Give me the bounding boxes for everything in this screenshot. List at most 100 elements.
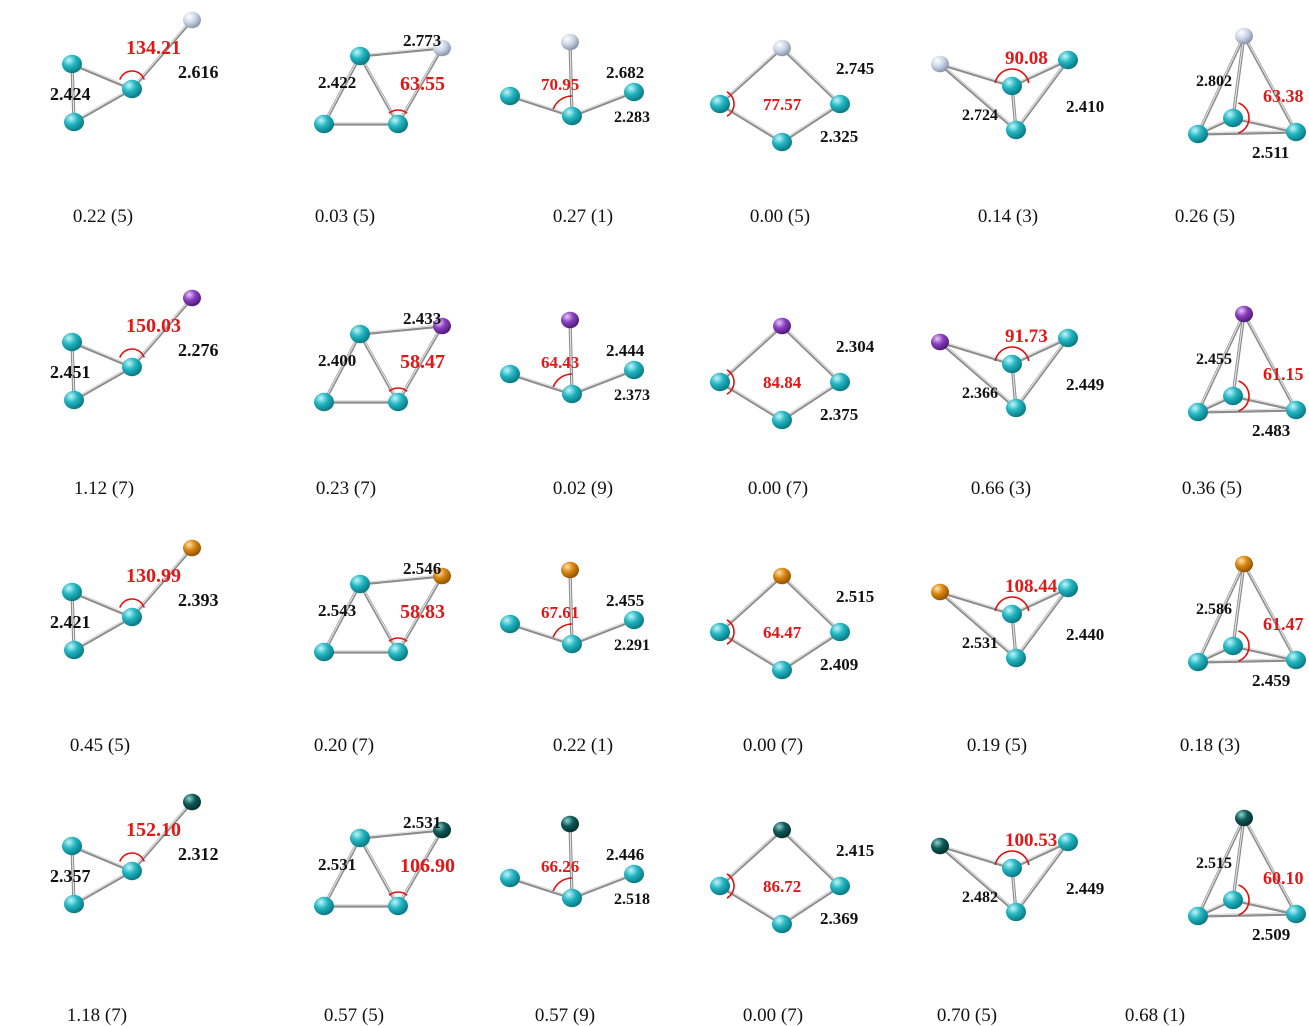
bond-length-label: 2.440 xyxy=(1066,625,1104,644)
host-atom xyxy=(1006,398,1026,418)
bond-highlight xyxy=(359,324,443,334)
bond-length-label: 2.400 xyxy=(318,351,356,370)
host-atom xyxy=(1006,648,1026,668)
bond-angle-label: 64.47 xyxy=(763,623,802,642)
relative-energy-label: 0.36 (5) xyxy=(1182,478,1242,499)
host-atom xyxy=(1286,400,1306,420)
angle-arc xyxy=(726,91,735,117)
host-atom xyxy=(64,894,84,914)
host-atom xyxy=(1188,402,1208,422)
dopant-atom xyxy=(1235,555,1253,573)
host-atom xyxy=(1223,636,1243,656)
dopant-atom xyxy=(561,561,579,579)
bond-angle-label: 58.83 xyxy=(400,601,445,623)
bond-length-label: 2.531 xyxy=(403,813,441,832)
bond xyxy=(70,590,134,619)
host-atom xyxy=(772,132,792,152)
bond-highlight xyxy=(359,828,443,838)
bond xyxy=(508,94,574,118)
bond-highlight xyxy=(571,368,635,394)
host-atom xyxy=(1002,354,1022,374)
bond-highlight xyxy=(71,844,133,871)
bond-highlight xyxy=(1232,34,1245,118)
host-atom xyxy=(1286,122,1306,142)
bond-highlight xyxy=(781,102,841,142)
bond-angle-label: 106.90 xyxy=(400,855,455,877)
host-atom xyxy=(62,582,82,602)
bond xyxy=(1010,586,1070,616)
relative-energy-label: 0.57 (9) xyxy=(535,1005,595,1026)
bond-length-label: 2.531 xyxy=(318,855,356,874)
bond-length-label: 2.586 xyxy=(1196,601,1232,618)
bond-highlight xyxy=(1232,898,1297,914)
bond-highlight xyxy=(359,582,399,652)
host-atom xyxy=(1223,386,1243,406)
bond-angle-label: 90.08 xyxy=(1005,48,1048,69)
bond xyxy=(130,546,194,619)
relative-energy-label: 0.66 (3) xyxy=(971,478,1031,499)
bond-highlight xyxy=(71,590,133,617)
host-atom xyxy=(562,384,582,404)
bond xyxy=(938,340,1018,410)
bond-angle-label: 63.38 xyxy=(1263,86,1304,106)
host-atom xyxy=(122,861,142,881)
angle-arc xyxy=(388,387,408,392)
host-atom xyxy=(1223,890,1243,910)
bond xyxy=(718,884,784,926)
bond xyxy=(780,324,842,384)
bond xyxy=(938,340,1014,366)
dopant-atom xyxy=(183,793,201,811)
relative-energy-label: 0.03 (5) xyxy=(315,206,375,227)
bond-angle-label: 152.10 xyxy=(126,819,181,841)
dopant-atom xyxy=(773,317,791,335)
relative-energy-label: 0.00 (7) xyxy=(748,478,808,499)
bond-highlight xyxy=(569,318,573,394)
bond-length-label: 2.546 xyxy=(403,559,441,578)
bond-length-label: 2.312 xyxy=(178,844,219,864)
angle-arc xyxy=(552,877,573,892)
bond xyxy=(780,46,842,106)
bond-length-label: 2.455 xyxy=(606,591,644,610)
angle-arc xyxy=(388,891,408,896)
relative-energy-label: 0.26 (5) xyxy=(1175,206,1235,227)
angle-arc xyxy=(119,852,145,862)
angle-arc xyxy=(1238,102,1250,134)
relative-energy-label: 0.68 (1) xyxy=(1125,1005,1185,1026)
host-atom xyxy=(500,86,520,106)
bond-highlight xyxy=(569,568,573,644)
bond-highlight xyxy=(323,332,361,402)
bond-highlight xyxy=(1232,562,1245,646)
bond-highlight xyxy=(1011,586,1069,614)
bond-highlight xyxy=(509,876,573,898)
bond-highlight xyxy=(1243,34,1297,132)
host-atom xyxy=(62,54,82,74)
dopant-atom xyxy=(931,55,949,73)
host-atom xyxy=(64,112,84,132)
relative-energy-label: 0.14 (3) xyxy=(978,206,1038,227)
host-atom xyxy=(1058,50,1078,70)
bond-highlight xyxy=(73,615,133,650)
bond xyxy=(938,844,1018,914)
bond-highlight xyxy=(781,324,841,382)
dopant-atom xyxy=(931,583,949,601)
angle-arc xyxy=(994,68,1030,84)
bond-highlight xyxy=(719,380,783,420)
host-atom xyxy=(830,94,850,114)
bond-highlight xyxy=(1011,58,1069,86)
bond xyxy=(508,372,574,396)
bond xyxy=(358,828,444,840)
dopant-atom xyxy=(561,311,579,329)
bond xyxy=(1231,394,1298,412)
host-atom xyxy=(1223,108,1243,128)
angle-arc xyxy=(552,623,573,638)
host-atom xyxy=(1002,858,1022,878)
host-atom xyxy=(1058,578,1078,598)
bond-highlight xyxy=(1232,116,1297,132)
relative-energy-label: 0.18 (3) xyxy=(1180,735,1240,756)
dopant-atom xyxy=(931,837,949,855)
bond xyxy=(1196,130,1298,136)
